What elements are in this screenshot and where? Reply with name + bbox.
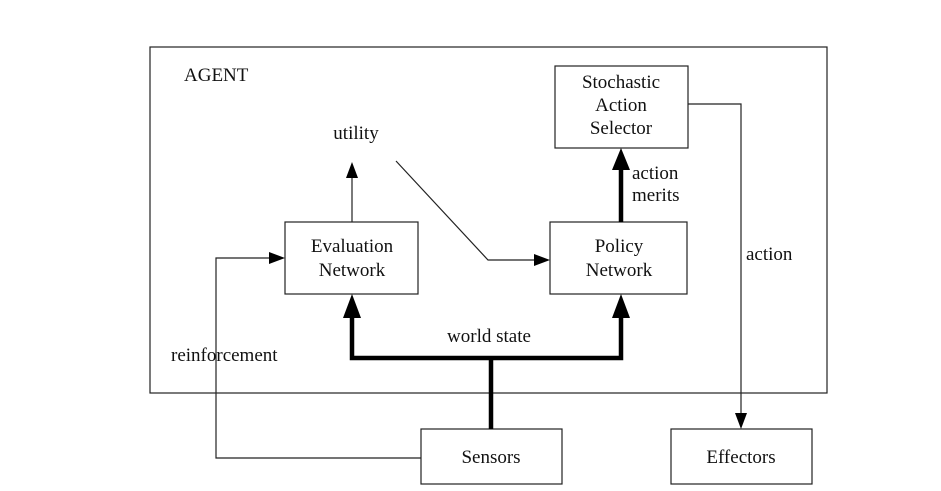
evaluation-label-line-1: Evaluation bbox=[311, 236, 394, 257]
world-state-branch-edge bbox=[349, 318, 624, 361]
selector-label-line-1: Stochastic bbox=[582, 72, 660, 93]
effectors-node: Effectors bbox=[670, 428, 813, 485]
action-merits-label-line-1: action bbox=[632, 163, 679, 184]
agent-boundary bbox=[149, 46, 828, 394]
evaluation-label-line-2: Network bbox=[319, 260, 386, 281]
reinforcement-arrowhead bbox=[269, 252, 285, 264]
action-arrowhead bbox=[735, 413, 747, 429]
policy-label-line-1: Policy bbox=[595, 236, 644, 257]
sensors-label: Sensors bbox=[461, 447, 520, 468]
evaluation-network-node: Evaluation Network bbox=[284, 221, 419, 295]
utility-arrowhead bbox=[346, 162, 358, 178]
utility-label: utility bbox=[333, 123, 379, 144]
sensors-node: Sensors bbox=[420, 428, 563, 485]
action-edge bbox=[688, 103, 742, 413]
action-merits-label-line-2: merits bbox=[632, 185, 680, 206]
reinforcement-edge bbox=[215, 257, 421, 459]
selector-label-line-3: Selector bbox=[590, 118, 653, 139]
policy-network-node: Policy Network bbox=[549, 221, 688, 295]
stochastic-action-selector-node: Stochastic Action Selector bbox=[554, 65, 689, 149]
effectors-label: Effectors bbox=[706, 447, 775, 468]
action-merits-arrowhead bbox=[612, 148, 630, 170]
action-label: action bbox=[746, 244, 793, 265]
world-state-policy-arrowhead bbox=[612, 294, 630, 318]
reinforcement-label: reinforcement bbox=[171, 345, 278, 366]
utility-to-policy-arrowhead bbox=[534, 254, 550, 266]
world-state-label: world state bbox=[447, 326, 531, 347]
agent-label: AGENT bbox=[184, 65, 249, 86]
utility-to-policy-edge bbox=[395, 160, 534, 261]
world-state-evaluation-arrowhead bbox=[343, 294, 361, 318]
policy-label-line-2: Network bbox=[586, 260, 653, 281]
selector-label-line-2: Action bbox=[595, 95, 647, 116]
